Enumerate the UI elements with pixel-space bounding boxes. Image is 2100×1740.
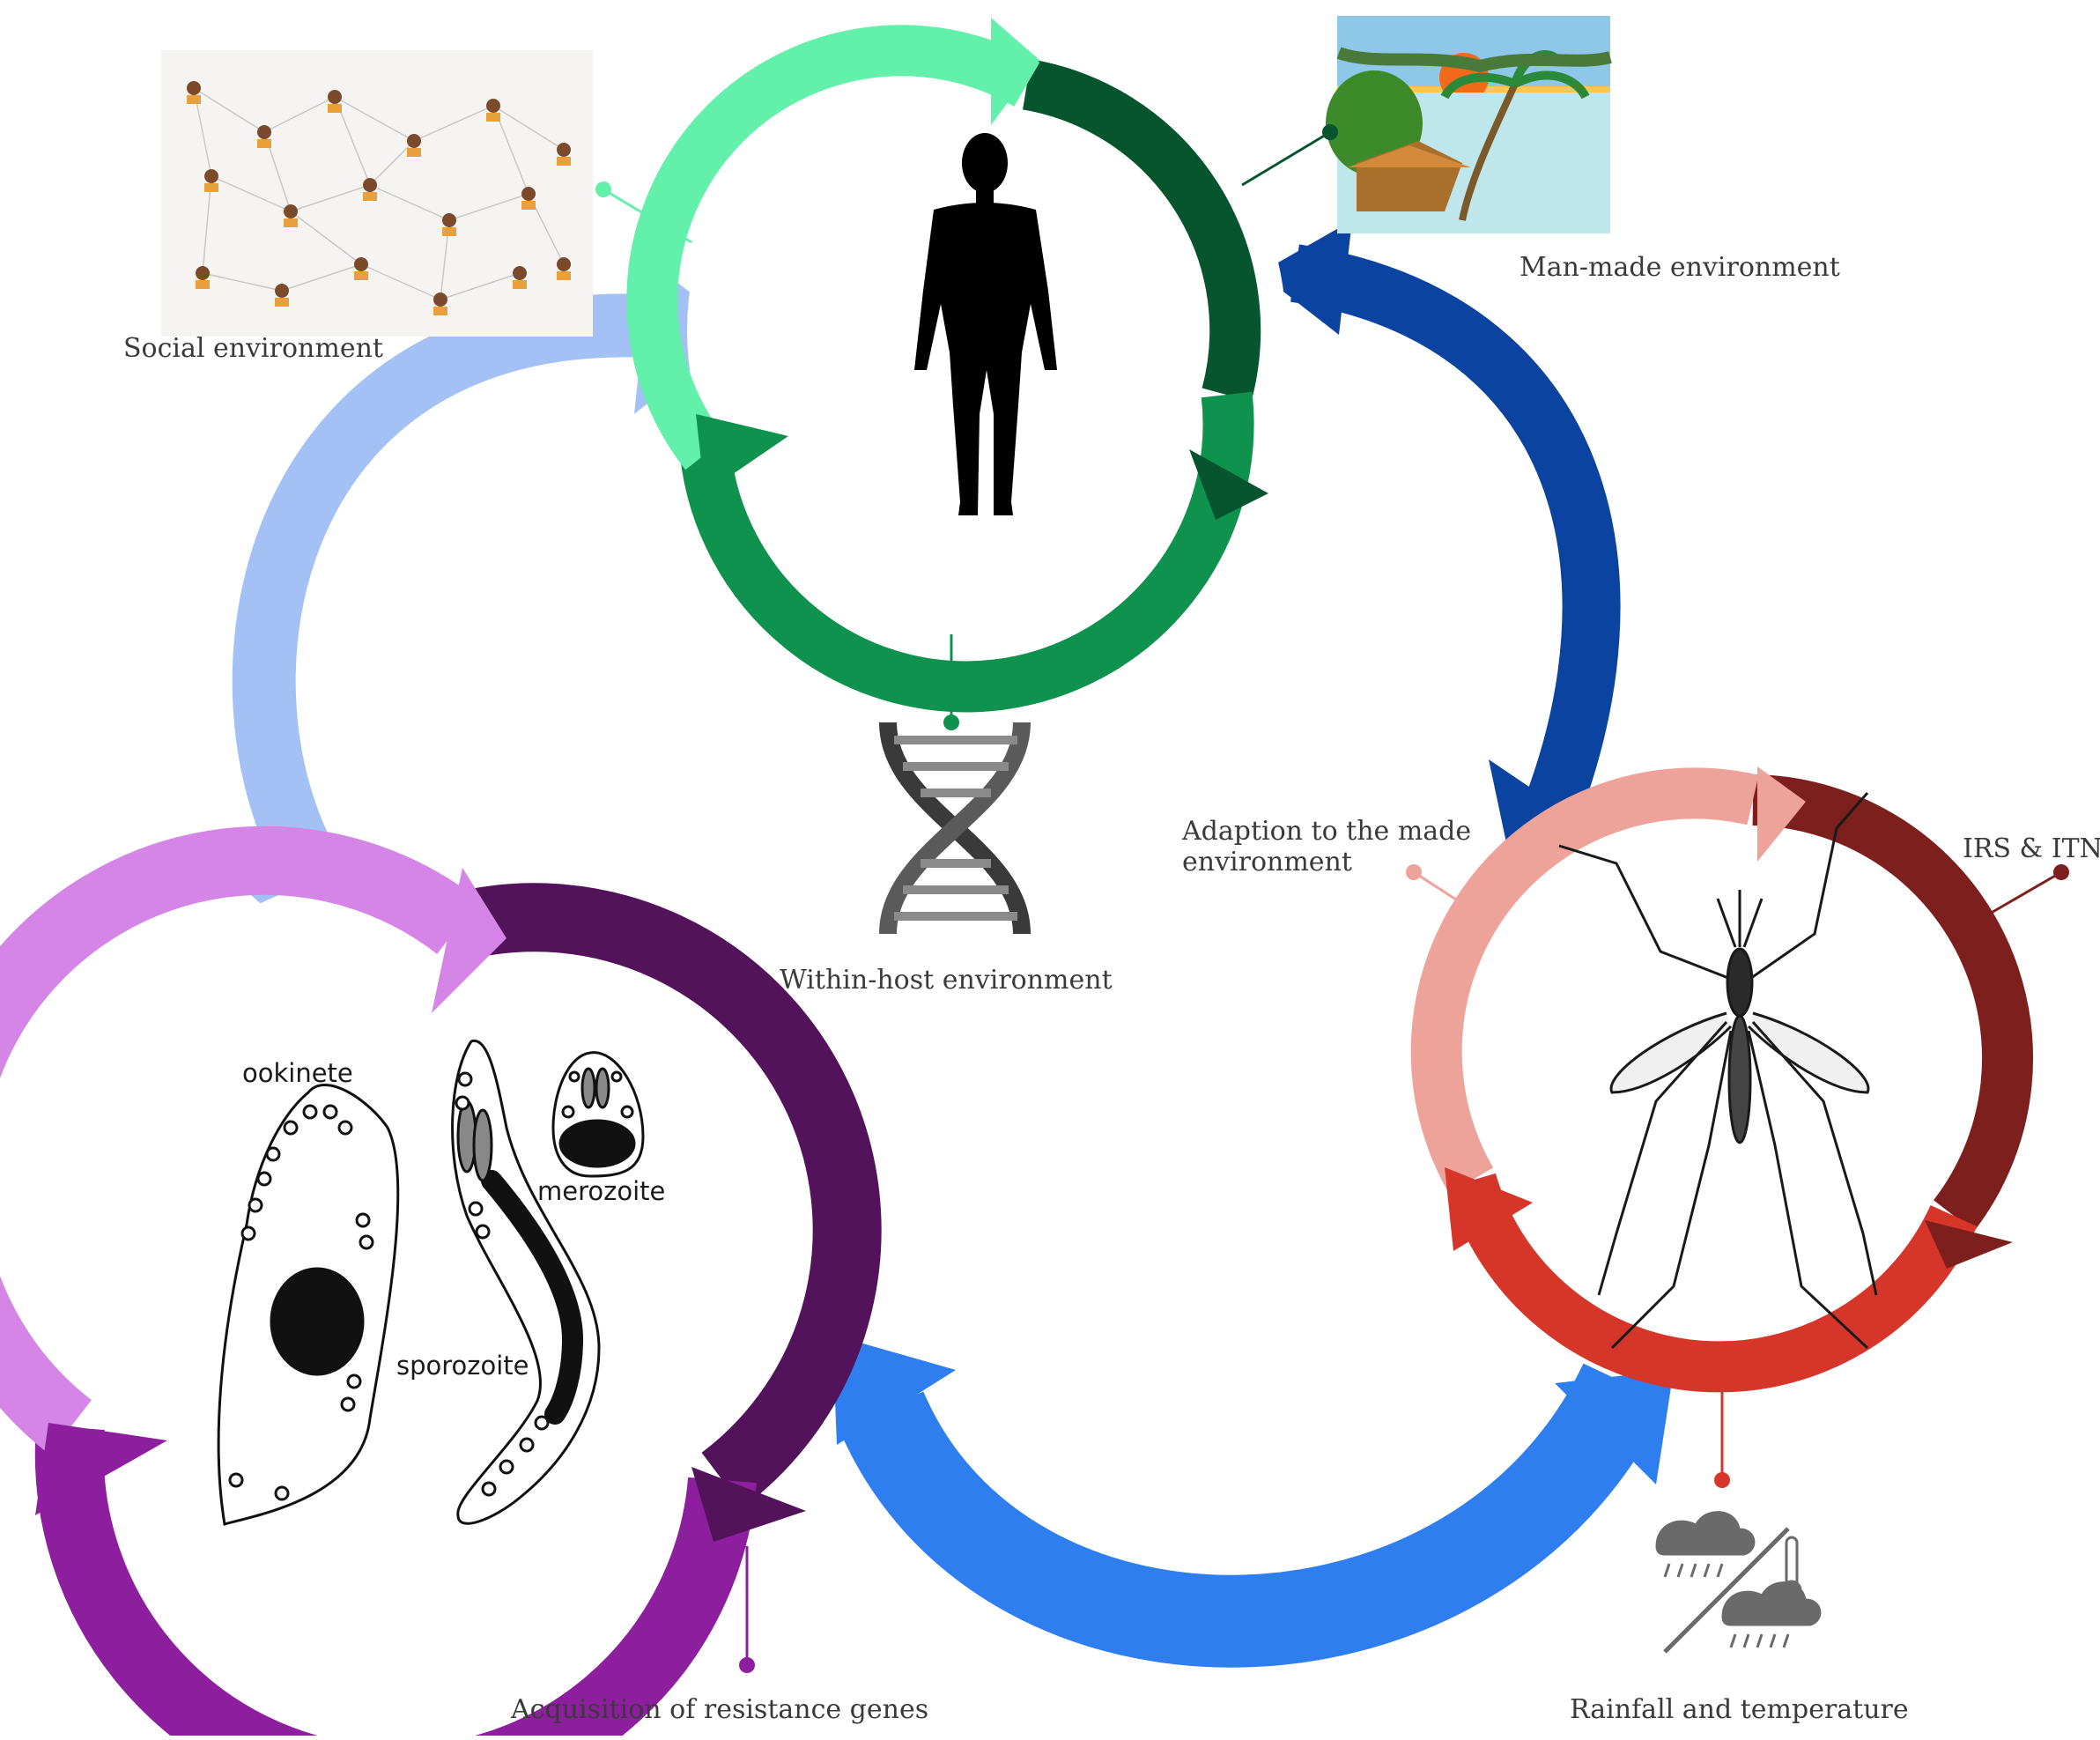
irs-itn-label: IRS & ITN: [1963, 833, 2100, 864]
mosquito-icon: [1558, 792, 1878, 1350]
mosquito-ring: [1410, 758, 2034, 1393]
resistance-genes-label: Acquisition of resistance genes: [510, 1694, 928, 1725]
ookinete-label: ookinete: [242, 1058, 353, 1088]
man-made-environment-label: Man-made environment: [1520, 252, 1840, 283]
ookinete-cell-icon: [217, 1083, 400, 1526]
within-host-environment-label: Within-host environment: [780, 965, 1113, 996]
merozoite-label: merozoite: [537, 1176, 665, 1206]
human-silhouette-icon: [914, 133, 1057, 515]
rainfall-link-arrow: [832, 1335, 1674, 1668]
adaption-label-line2: environment: [1182, 847, 1352, 877]
rain-temperature-icon: [1655, 1511, 1822, 1654]
merozoite-cell-icon: [551, 1051, 645, 1178]
social-environment-label: Social environment: [123, 333, 383, 364]
adaption-label-line1: Adaption to the made: [1181, 816, 1471, 847]
callout-lines: [595, 124, 2069, 1673]
sporozoite-cell-icon: [451, 1040, 601, 1525]
dna-helix-icon: [879, 722, 1031, 935]
man-made-environment-image: [1326, 16, 1612, 233]
social-network-image: [161, 50, 593, 337]
parasite-ring: [0, 826, 882, 1740]
man-made-link-arrow: [1260, 220, 1621, 863]
sporozoite-label: sporozoite: [396, 1351, 529, 1381]
rainfall-temperature-label: Rainfall and temperature: [1570, 1694, 1909, 1725]
